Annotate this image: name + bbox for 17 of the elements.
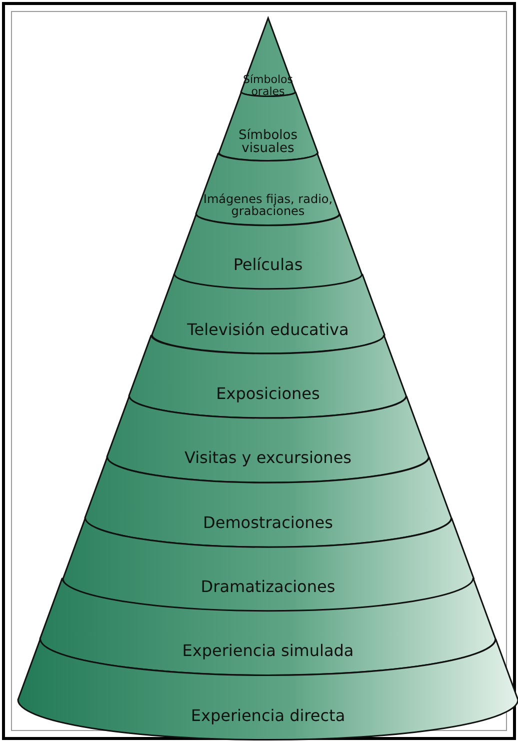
cone-band [62,518,474,612]
band-label: Experiencia simulada [181,643,355,660]
band-label: Exposiciones [215,386,321,403]
cone-band [18,639,518,740]
band-label: Dramatizaciones [200,579,336,596]
band-label: Símbolos visuales [237,128,299,156]
cone-band [196,152,340,226]
band-label: Experiencia directa [190,708,346,725]
cone-band [240,18,296,96]
band-label: Televisión educativa [186,322,350,338]
cone-band [40,578,496,676]
band-label: Películas [232,257,304,274]
band-label: Visitas y excursiones [183,450,352,468]
band-label: Imágenes fijas, radio, grabaciones [202,192,334,218]
band-label: Demostraciones [202,514,334,532]
cone-band [129,335,407,418]
cone-band [152,274,384,354]
